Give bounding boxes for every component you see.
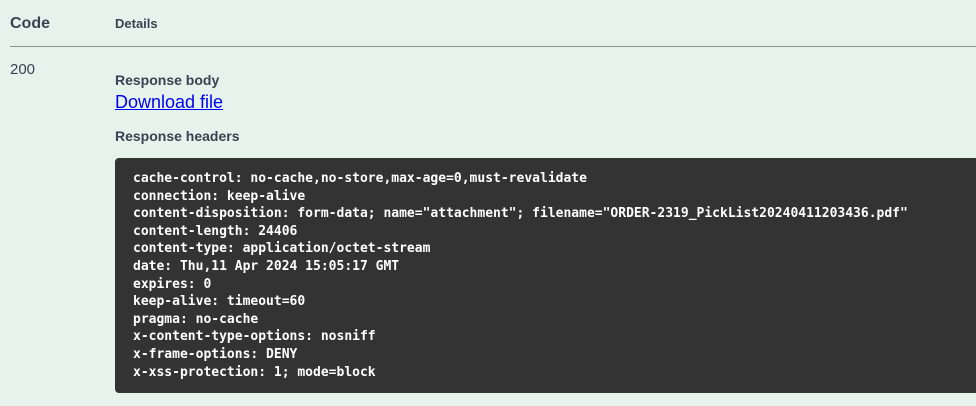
header-line-date: date: Thu,11 Apr 2024 15:05:17 GMT (133, 258, 400, 274)
response-headers-block: cache-control: no-cache,no-store,max-age… (115, 158, 976, 394)
header-line-content-type: content-type: application/octet-stream (133, 241, 431, 257)
header-line-content-length: content-length: 24406 (133, 223, 298, 239)
response-headers-label: Response headers (115, 128, 240, 144)
header-line-expires: expires: 0 (133, 276, 212, 292)
header-line-keep-alive: keep-alive: timeout=60 (133, 294, 306, 310)
header-line-content-disposition: content-disposition: form-data; name="at… (133, 206, 908, 222)
header-line-cache-control: cache-control: no-cache,no-store,max-age… (133, 171, 587, 186)
header-line-pragma: pragma: no-cache (133, 311, 259, 327)
code-column-header: Code (10, 15, 50, 32)
response-details: Response body Download file Response hea… (115, 60, 976, 394)
response-status-code: 200 (10, 61, 36, 78)
header-line-connection: connection: keep-alive (133, 188, 306, 204)
download-file-link[interactable]: Download file (115, 92, 224, 112)
responses-table-header: Code Details (10, 0, 976, 47)
header-line-x-content-type-options: x-content-type-options: nosniff (133, 329, 376, 345)
response-row-200: 200 Response body Download file Response… (0, 47, 976, 394)
response-body-label: Response body (115, 72, 220, 88)
header-line-x-xss-protection: x-xss-protection: 1; mode=block (133, 364, 376, 380)
header-line-x-frame-options: x-frame-options: DENY (133, 346, 298, 362)
responses-table: Code Details 200 Response body Download … (0, 0, 976, 394)
details-column-header: Details (115, 16, 158, 31)
